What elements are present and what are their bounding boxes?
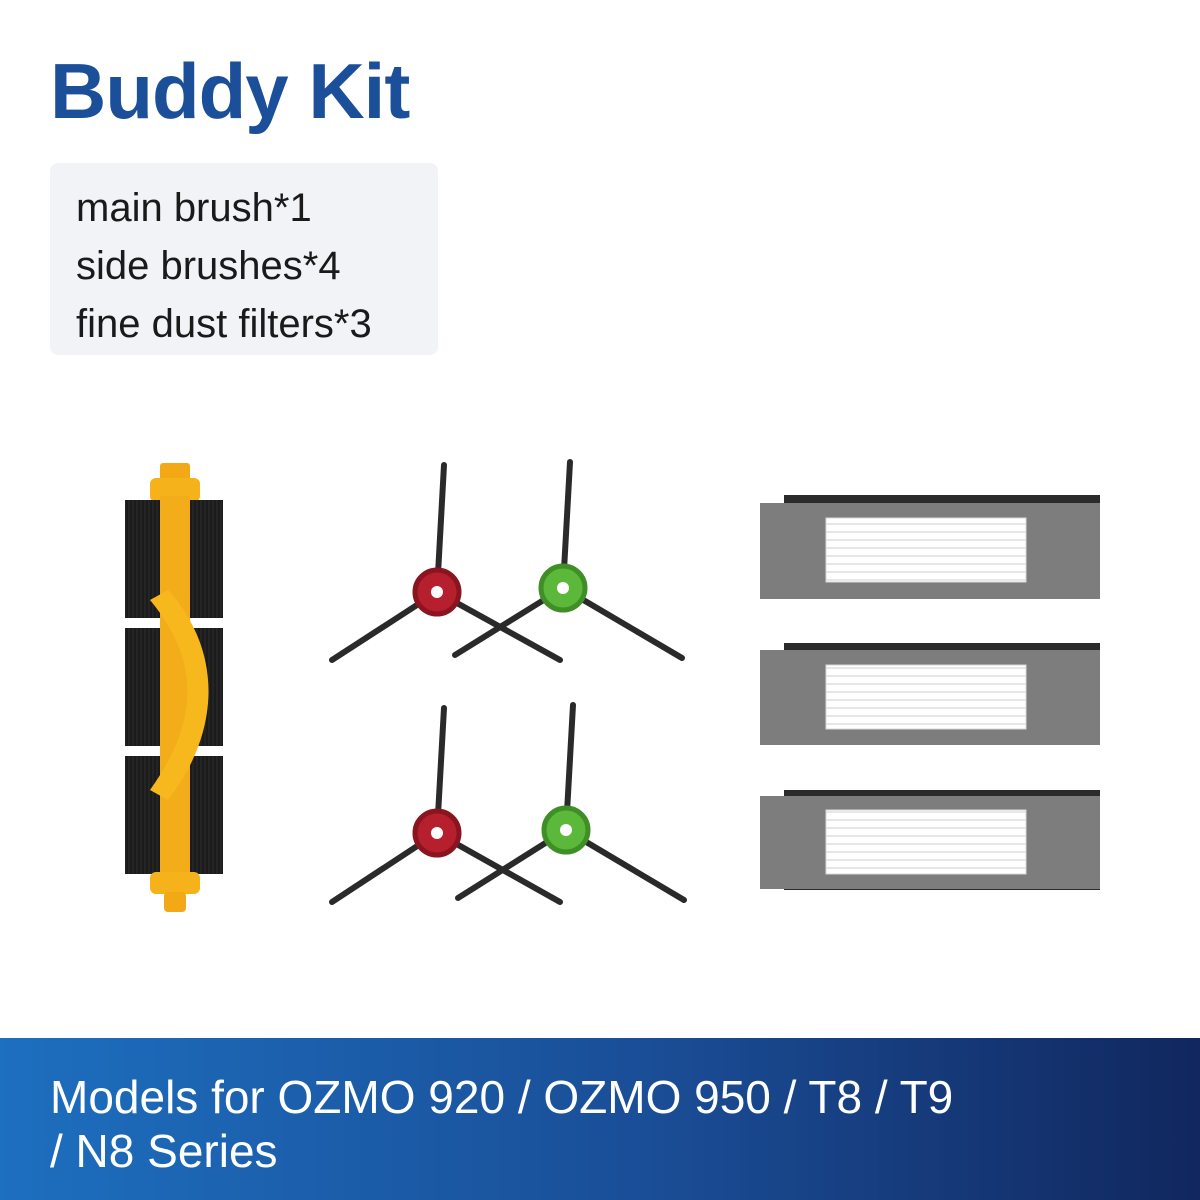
- filter-3: [760, 790, 1100, 890]
- filter-1: [760, 495, 1100, 599]
- contents-item-side-brushes: side brushes*4: [76, 244, 341, 288]
- contents-item-filters: fine dust filters*3: [76, 302, 372, 346]
- compatibility-line-1: Models for OZMO 920 / OZMO 950 / T8 / T9: [50, 1071, 954, 1123]
- package-contents-box: main brush*1 side brushes*4 fine dust fi…: [50, 163, 438, 355]
- side-brush-2: [452, 459, 685, 661]
- package-contents-list: main brush*1 side brushes*4 fine dust fi…: [76, 179, 372, 353]
- filter-2: [760, 643, 1100, 745]
- product-illustration: [125, 459, 1100, 912]
- compatibility-line-2: / N8 Series: [50, 1125, 278, 1177]
- page-title: Buddy Kit: [50, 47, 410, 135]
- contents-item-main-brush: main brush*1: [76, 186, 312, 230]
- side-brush-3: [329, 705, 563, 905]
- main-brush: [125, 463, 223, 912]
- compatibility-text: Models for OZMO 920 / OZMO 950 / T8 / T9…: [50, 1070, 1170, 1178]
- compatibility-banner: Models for OZMO 920 / OZMO 950 / T8 / T9…: [0, 1038, 1200, 1200]
- side-brush-1: [329, 462, 563, 663]
- side-brush-4: [455, 702, 687, 903]
